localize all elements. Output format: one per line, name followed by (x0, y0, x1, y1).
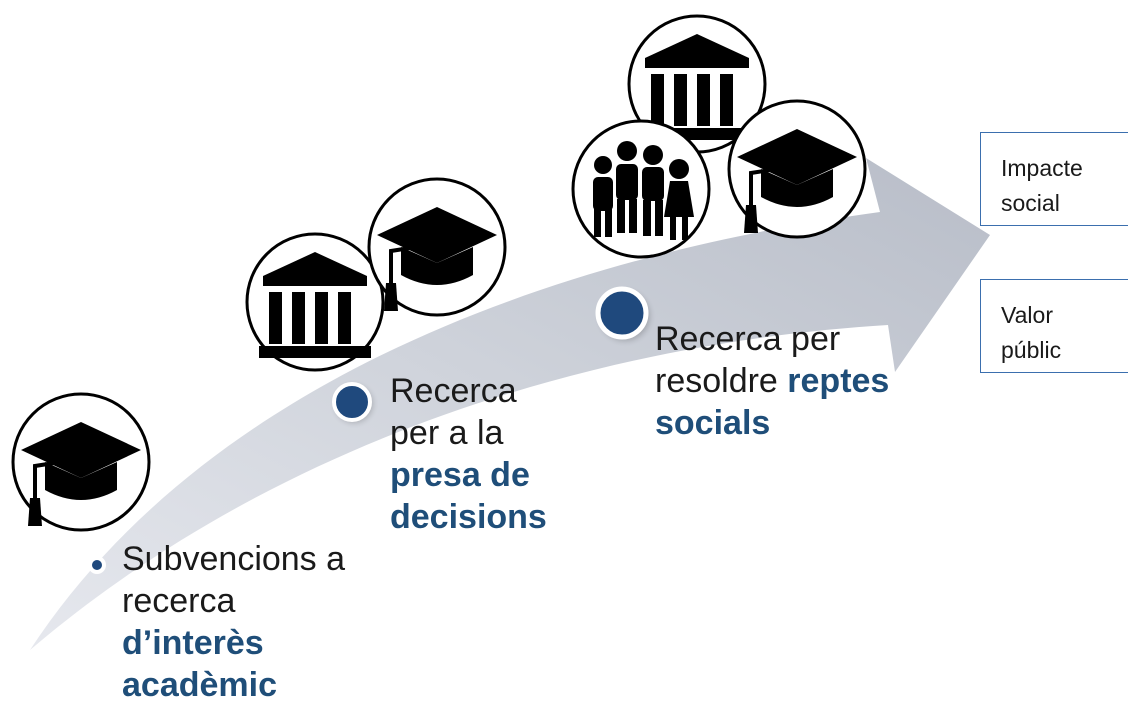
outcome-text: Impacte social (1001, 151, 1083, 221)
stage-2-label: Recerca per a la presa de decisions (390, 370, 547, 538)
stage-marker (595, 286, 650, 341)
stage-3-highlight: reptes (787, 362, 890, 400)
stage-3-highlight: socials (655, 404, 771, 442)
stage-1-line: Subvencions a (122, 540, 346, 578)
outcome-line: Impacte (1001, 155, 1083, 181)
stage-1-highlight: acadèmic (122, 666, 277, 704)
stage-3-label: Recerca per resoldre reptes socials (655, 318, 889, 444)
graduation-cap-icon (367, 177, 507, 317)
stage-1-label: Subvencions a recerca d’interès acadèmic (122, 538, 345, 706)
outcome-box-social-impact: Impacte social (980, 132, 1128, 226)
stage-3-line-text: resoldre (655, 362, 788, 400)
outcome-box-public-value: Valor públic (980, 279, 1128, 373)
outcome-text: Valor públic (1001, 298, 1061, 368)
stage-3-line: resoldre reptes (655, 360, 889, 402)
stage-marker (88, 556, 106, 574)
stage-marker (332, 382, 373, 423)
stage-1-line: recerca (122, 582, 236, 620)
outcome-line: públic (1001, 337, 1062, 363)
stage-3-line: Recerca per (655, 320, 841, 358)
stage-2-highlight: decisions (390, 498, 547, 536)
outcome-line: Valor (1001, 302, 1053, 328)
stage-2-highlight: presa de (390, 456, 530, 494)
stage-2-line: Recerca (390, 372, 517, 410)
stage-1-highlight: d’interès (122, 624, 264, 662)
people-group-icon (571, 119, 711, 259)
institution-building-icon (245, 232, 385, 372)
progress-arrow (30, 158, 990, 650)
graduation-cap-icon (11, 392, 151, 532)
outcome-line: social (1001, 190, 1060, 216)
stage-2-line: per a la (390, 414, 504, 452)
graduation-cap-icon (727, 99, 867, 239)
